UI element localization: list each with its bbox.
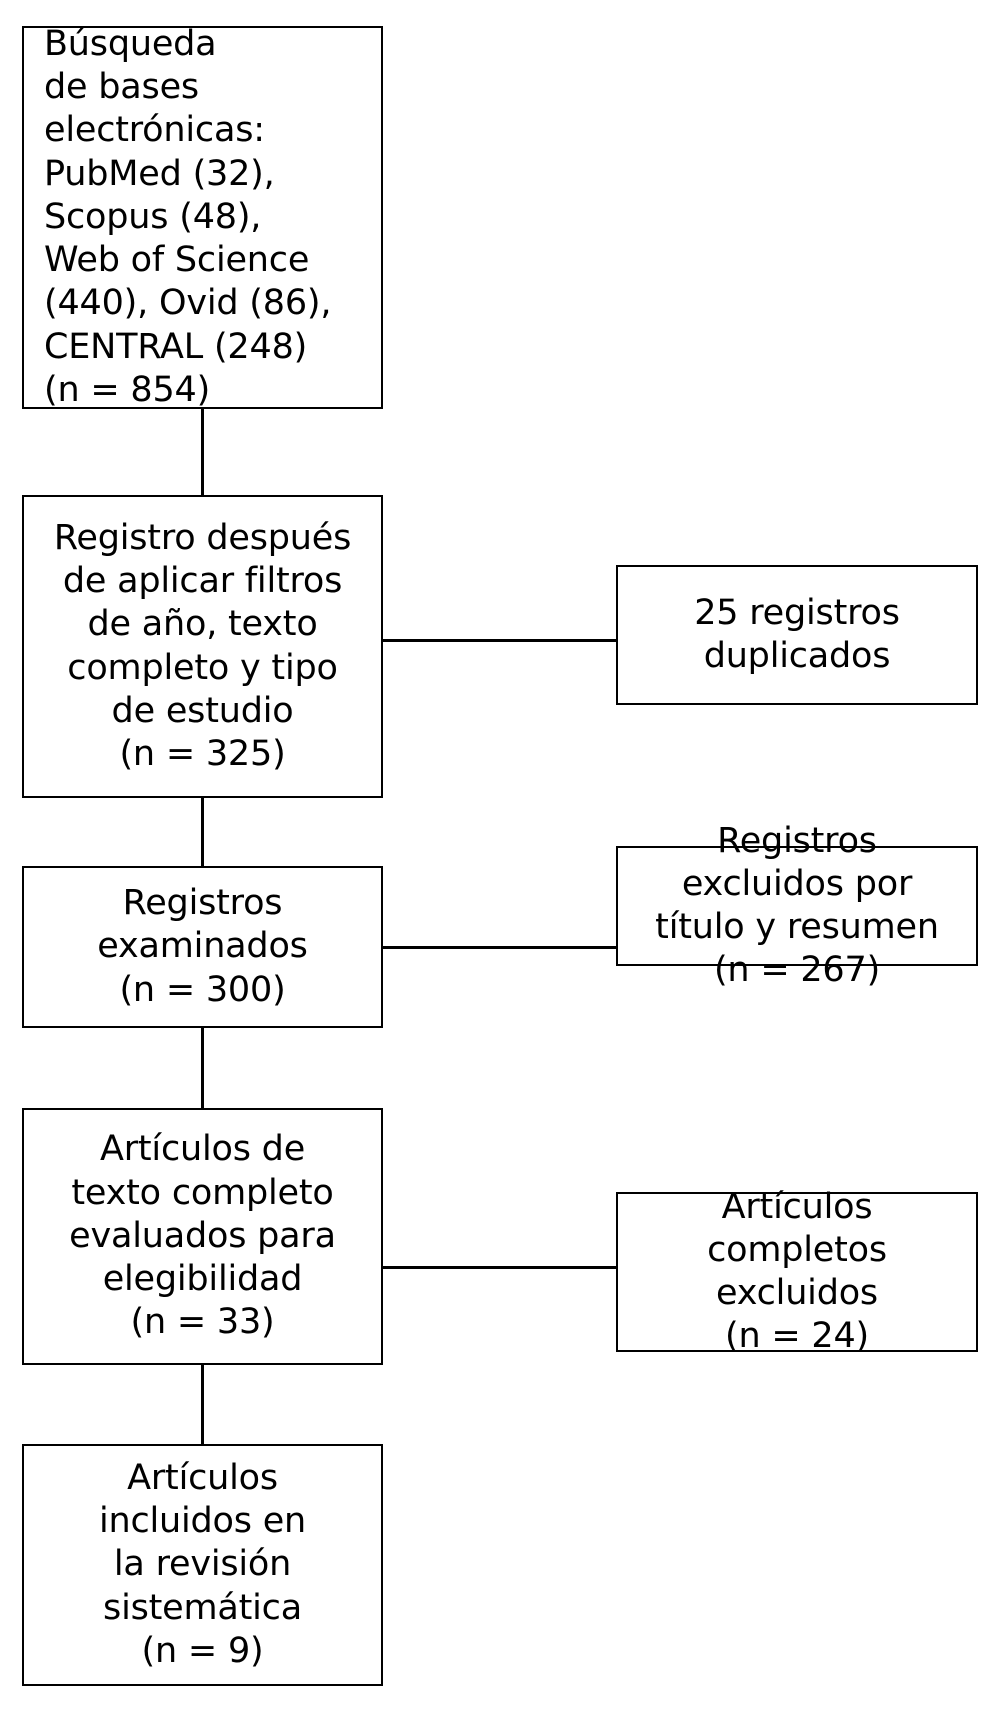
records-after-filters-box-text: Registro después de aplicar filtros de a…: [53, 517, 352, 774]
full-text-articles-excluded-box: Artículos completos excluidos (n = 24): [616, 1187, 978, 1356]
connector-eligibility-to-excluded-full: [383, 1266, 616, 1269]
connector-filtered-to-screened: [201, 798, 204, 866]
records-screened-box-text: Registros examinados (n = 300): [97, 883, 308, 1010]
connector-screened-to-excluded: [383, 946, 616, 949]
full-text-assessed-box: Artículos de texto completo evaluados pa…: [22, 1108, 383, 1365]
studies-included-box-text: Artículos incluidos en la revisión siste…: [98, 1457, 307, 1671]
connector-screened-to-eligibility: [201, 1028, 204, 1108]
identification-box-text: Búsqueda de bases electrónicas: PubMed (…: [44, 24, 332, 410]
connector-identification-to-filtered: [201, 409, 204, 495]
records-screened-box: Registros examinados (n = 300): [22, 866, 383, 1028]
duplicate-records-box: 25 registros duplicados: [616, 565, 978, 705]
records-excluded-title-abstract-box: Registros excluidos por título y resumen…: [616, 821, 978, 990]
records-after-filters-box: Registro después de aplicar filtros de a…: [22, 495, 383, 798]
studies-included-box: Artículos incluidos en la revisión siste…: [22, 1444, 383, 1686]
identification-box: Búsqueda de bases electrónicas: PubMed (…: [22, 24, 383, 410]
connector-filtered-to-duplicates: [383, 639, 616, 642]
full-text-articles-excluded-box-text: Artículos completos excluidos (n = 24): [707, 1186, 887, 1357]
connector-eligibility-to-included: [201, 1365, 204, 1444]
full-text-assessed-box-text: Artículos de texto completo evaluados pa…: [69, 1129, 336, 1343]
records-excluded-title-abstract-box-text: Registros excluidos por título y resumen…: [655, 820, 939, 991]
duplicate-records-box-text: 25 registros duplicados: [694, 592, 900, 676]
